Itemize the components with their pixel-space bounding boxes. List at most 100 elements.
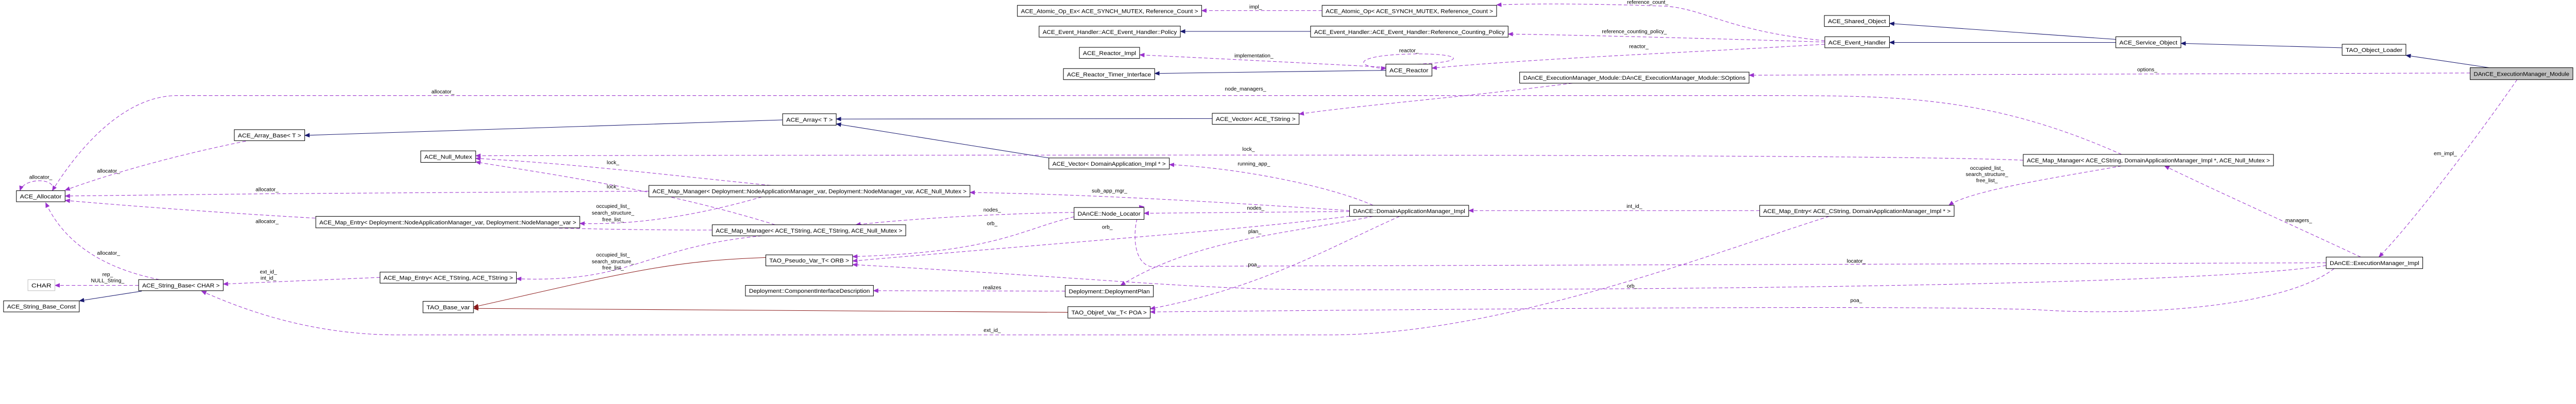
inheritance-arrow xyxy=(304,119,783,138)
edge-label: implementation_ xyxy=(1234,54,1274,59)
edge-alloc-to-alloc: allocator_ xyxy=(19,174,54,191)
class-node-alloc[interactable]: ACE_Allocator xyxy=(16,190,65,202)
usage-arrow xyxy=(2164,165,2361,257)
edge-label: allocator_ xyxy=(29,174,53,180)
class-node-nm[interactable]: ACE_Null_Mutex xyxy=(420,150,476,163)
node-label: ACE_Reactor_Timer_Interface xyxy=(1067,72,1151,78)
class-node-rcp[interactable]: ACE_Event_Handler::ACE_Event_Handler::Re… xyxy=(1310,26,1509,38)
class-node-nl[interactable]: DAnCE::Node_Locator xyxy=(1074,207,1145,220)
edge-label: allocator_ xyxy=(97,168,120,174)
node-box xyxy=(711,224,906,236)
usage-arrow xyxy=(1134,205,2327,268)
edge-label: nodes_ xyxy=(1247,205,1264,211)
class-node-eh[interactable]: ACE_Event_Handler xyxy=(1824,36,1890,48)
edge-sb-to-char: rep_NULL_String_ xyxy=(54,272,139,288)
node-box xyxy=(1385,64,1432,77)
edge-label: em_impl_ xyxy=(2434,151,2457,157)
usage-arrow xyxy=(475,160,775,225)
edge-sb-to-alloc: allocator_ xyxy=(45,202,160,280)
node-label: DAnCE_ExecutionManager_Module xyxy=(2473,71,2569,77)
class-node-mecs[interactable]: ACE_Map_Entry< ACE_CString, DomainApplic… xyxy=(1759,205,1955,217)
node-box xyxy=(1017,5,1202,17)
class-node-tol[interactable]: TAO_Object_Loader xyxy=(2342,44,2406,56)
class-node-ri[interactable]: ACE_Reactor_Impl xyxy=(1079,47,1140,59)
edge-label: node_managers_ xyxy=(1225,86,1266,92)
edge-label: allocator_ xyxy=(256,187,279,192)
node-label: TAO_Base_var xyxy=(427,305,470,311)
node-label: CHAR xyxy=(31,283,52,289)
class-node-arr[interactable]: ACE_Array< T > xyxy=(782,113,837,126)
edge-label: occupied_list_ xyxy=(1970,166,2004,171)
class-node-dam[interactable]: DAnCE::DomainApplicationManager_Impl xyxy=(1349,205,1469,217)
edge-label: occupied_list_ xyxy=(596,204,630,209)
edge-label: lock_ xyxy=(1242,147,1255,152)
usage-arrow xyxy=(1507,31,1825,43)
class-node-so[interactable]: DAnCE_ExecutionManager_Module::DAnCE_Exe… xyxy=(1519,72,1750,84)
class-node-pvo[interactable]: TAO_Pseudo_Var_T< ORB > xyxy=(765,254,853,267)
class-node-svc[interactable]: ACE_Service_Object xyxy=(2115,36,2181,48)
class-node-vts[interactable]: ACE_Vector< ACE_TString > xyxy=(1212,113,1299,125)
node-box xyxy=(2342,44,2406,56)
usage-arrow xyxy=(45,202,160,280)
edge-label: allocator_ xyxy=(431,89,454,95)
inheritance-arrow xyxy=(836,116,1212,121)
class-node-ehp[interactable]: ACE_Event_Handler::ACE_Event_Handler::Po… xyxy=(1039,26,1181,38)
edge-dam-to-dp: plan_ xyxy=(1120,216,1374,286)
class-node-sb[interactable]: ACE_String_Base< CHAR > xyxy=(138,279,224,291)
edge-label: search_structure_ xyxy=(1965,172,2008,178)
class-node-tbv[interactable]: TAO_Base_var xyxy=(422,301,474,313)
usage-arrow xyxy=(852,216,1074,259)
edge-sb-to-sbc xyxy=(79,291,142,303)
class-node-vda[interactable]: ACE_Vector< DomainApplication_Impl * > xyxy=(1048,157,1170,169)
class-node-dp[interactable]: Deployment::DeploymentPlan xyxy=(1065,285,1154,297)
class-node-mmcs[interactable]: ACE_Map_Manager< ACE_CString, DomainAppl… xyxy=(2023,154,2274,166)
class-node-sho[interactable]: ACE_Shared_Object xyxy=(1824,15,1890,27)
class-node-mmts[interactable]: ACE_Map_Manager< ACE_TString, ACE_TStrin… xyxy=(711,224,906,236)
node-label: ACE_Atomic_Op_Ex< ACE_SYNCH_MUTEX, Refer… xyxy=(1021,8,1198,14)
node-box xyxy=(420,150,476,163)
edge-label: running_app_ xyxy=(1238,162,1270,167)
class-node-aoe[interactable]: ACE_Atomic_Op_Ex< ACE_SYNCH_MUTEX, Refer… xyxy=(1017,5,1202,17)
edge-ao-to-aoe: impl_ xyxy=(1201,4,1323,13)
class-node-ao[interactable]: ACE_Atomic_Op< ACE_SYNCH_MUTEX, Referenc… xyxy=(1321,5,1497,17)
class-node-r[interactable]: ACE_Reactor xyxy=(1385,64,1432,77)
class-node-emi[interactable]: DAnCE::ExecutionManager_Impl xyxy=(2326,256,2424,269)
class-node-poa[interactable]: TAO_Objref_Var_T< POA > xyxy=(1067,306,1151,319)
edge-label: free_list_ xyxy=(602,266,624,271)
node-label: ACE_Atomic_Op< ACE_SYNCH_MUTEX, Referenc… xyxy=(1326,8,1493,14)
edge-nl-to-mmts: nodes_ xyxy=(855,207,1074,226)
node-label: ACE_Shared_Object xyxy=(1828,19,1887,25)
node-label: ACE_String_Base_Const xyxy=(7,304,76,310)
edge-pvo-to-tbv xyxy=(473,257,766,308)
class-node-rti[interactable]: ACE_Reactor_Timer_Interface xyxy=(1063,68,1155,80)
node-box xyxy=(1824,36,1890,48)
node-box xyxy=(1067,306,1151,319)
edge-label: allocator_ xyxy=(97,251,120,256)
edge-label: options_ xyxy=(2137,67,2157,73)
usage-arrow xyxy=(1168,162,1374,206)
node-label: Deployment::ComponentInterfaceDescriptio… xyxy=(749,288,870,294)
edge-mod-to-so: options_ xyxy=(1749,67,2470,78)
usage-arrow xyxy=(969,190,1350,211)
class-node-sbc[interactable]: ACE_String_Base_Const xyxy=(3,301,80,312)
edge-label: orb_ xyxy=(987,221,997,227)
usage-arrow xyxy=(1948,165,2122,206)
node-label: ACE_Event_Handler::ACE_Event_Handler::Po… xyxy=(1043,29,1177,36)
node-label: ACE_Map_Entry< Deployment::NodeApplicati… xyxy=(319,220,577,226)
class-node-menm[interactable]: ACE_Map_Entry< Deployment::NodeApplicati… xyxy=(315,216,580,229)
class-node-mmnm[interactable]: ACE_Map_Manager< Deployment::NodeApplica… xyxy=(648,185,971,198)
node-box xyxy=(765,254,853,267)
class-node-mets[interactable]: ACE_Map_Entry< ACE_TString, ACE_TString … xyxy=(380,272,517,284)
node-box xyxy=(2115,36,2181,48)
usage-arrow xyxy=(579,197,762,226)
edge-mod-to-emi: em_impl_ xyxy=(2378,79,2518,258)
node-label: ACE_String_Base< CHAR > xyxy=(142,283,219,289)
class-node-ab[interactable]: ACE_Array_Base< T > xyxy=(234,129,305,141)
inheritance-arrow xyxy=(79,291,142,303)
edge-label: allocator_ xyxy=(256,219,279,224)
node-box xyxy=(1079,47,1140,59)
template-arrow xyxy=(473,257,766,308)
edge-label: managers_ xyxy=(2285,218,2312,224)
class-node-char[interactable]: CHAR xyxy=(27,279,56,291)
class-node-cid[interactable]: Deployment::ComponentInterfaceDescriptio… xyxy=(745,285,874,296)
